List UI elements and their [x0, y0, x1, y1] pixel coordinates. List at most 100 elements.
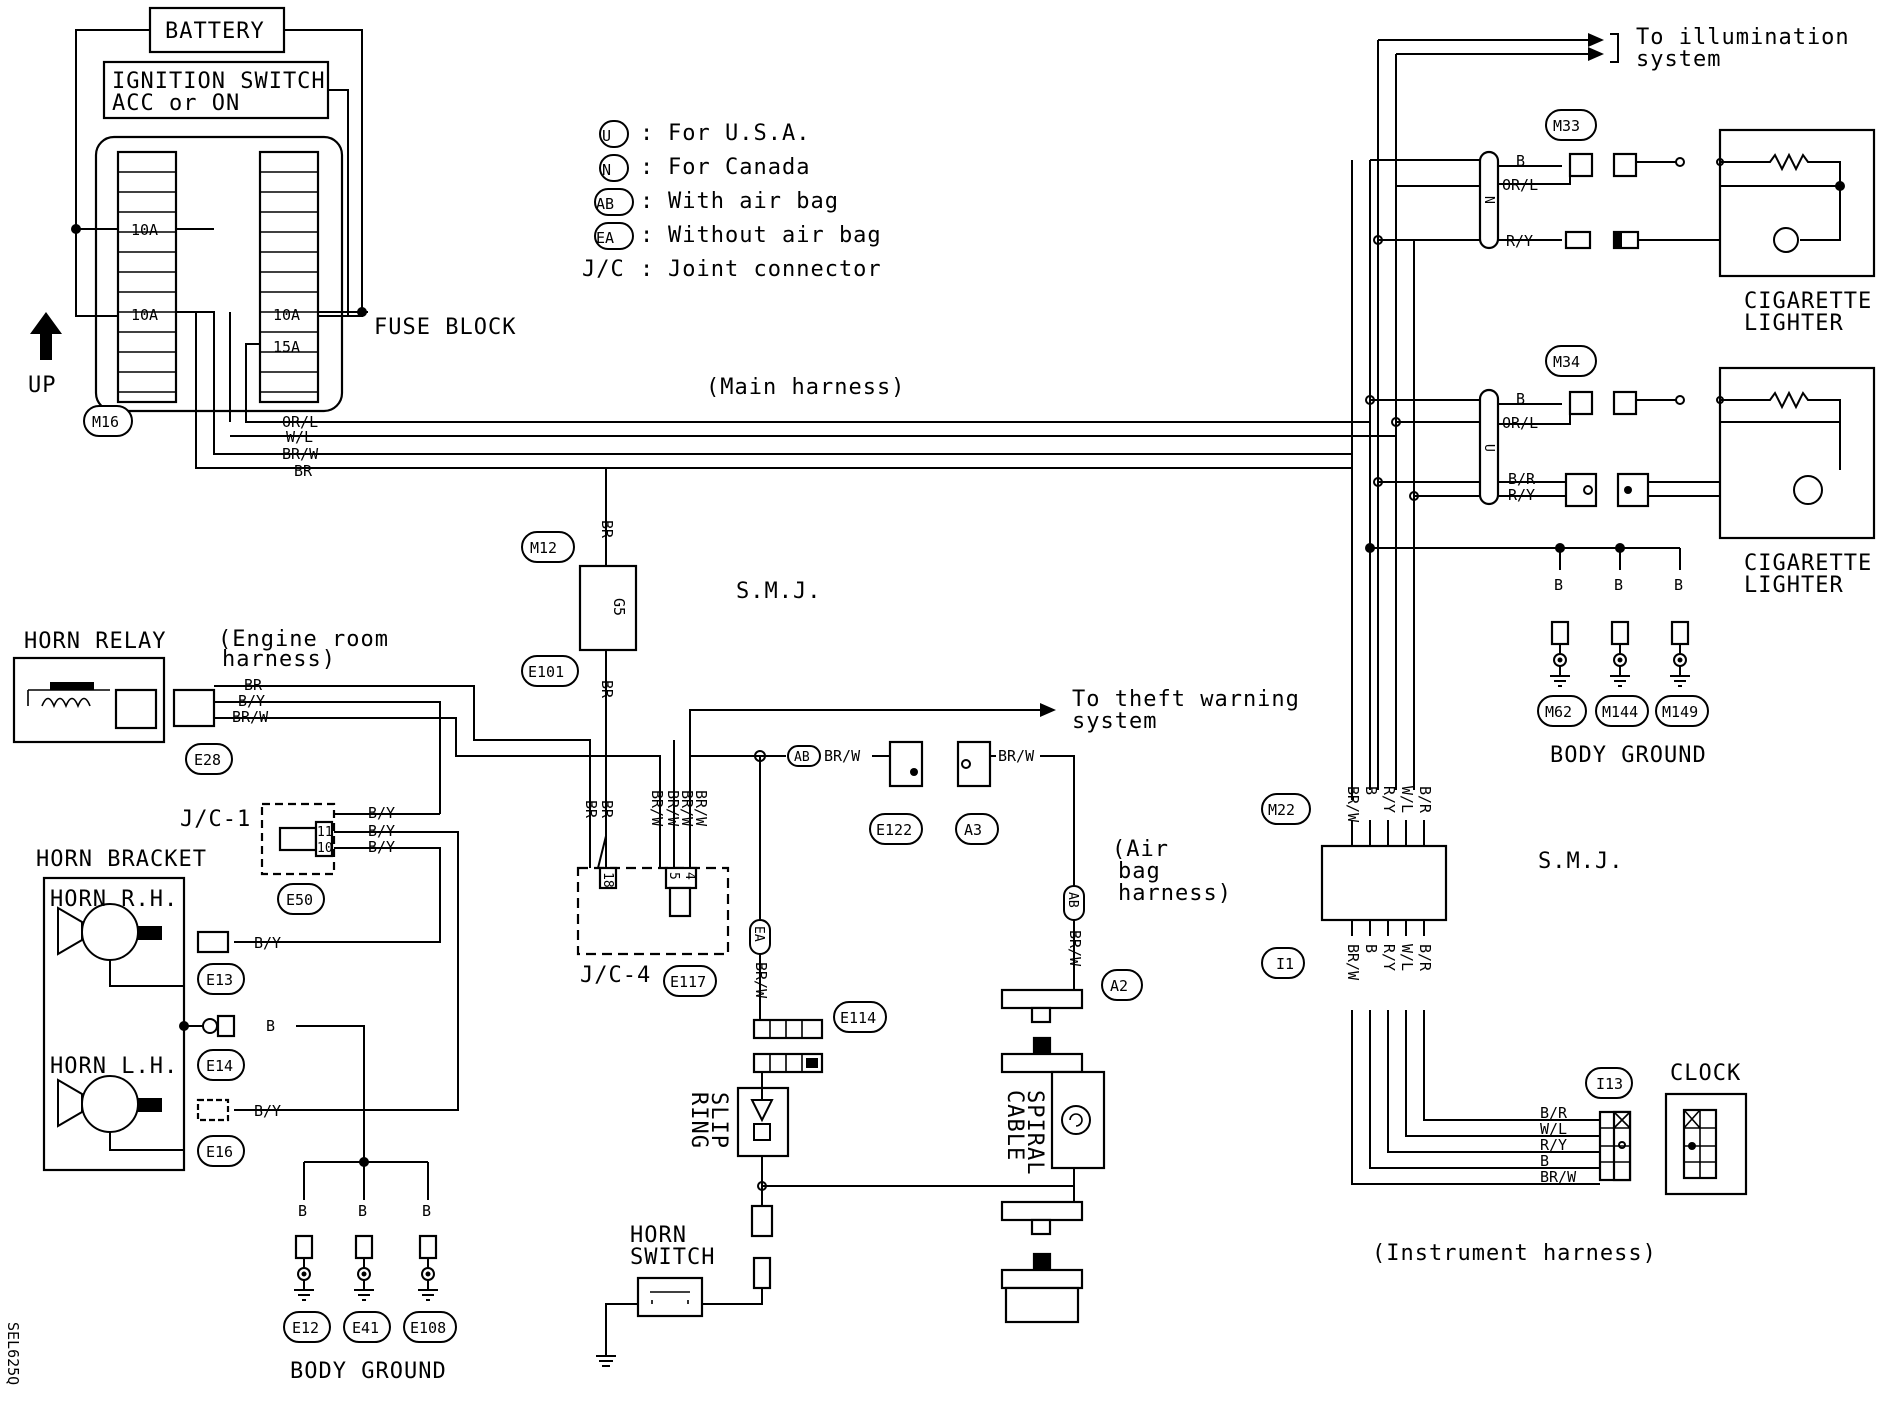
clock-label: CLOCK	[1670, 1061, 1741, 1086]
wire-to-m34-junction	[1370, 399, 1480, 497]
cigarette-lighter-1-box	[1718, 128, 1876, 278]
connector-m33-label: M33	[1553, 117, 1580, 135]
connector-e14: E14	[197, 1049, 245, 1081]
wire-label-jc4-brw1: BR/W	[648, 790, 666, 827]
clock-pin	[1688, 1142, 1696, 1150]
horn-switch-body	[636, 1276, 704, 1318]
i13-wire-label: W/L	[1540, 1120, 1567, 1138]
main-harness-label: (Main harness)	[706, 375, 905, 400]
junction-dot	[1615, 543, 1625, 553]
ignition-feed-wire	[284, 29, 363, 317]
fuse-1: 10A	[131, 221, 158, 239]
connector-m62-label: M62	[1545, 703, 1572, 721]
i13-wire-label: B	[1540, 1152, 1549, 1170]
legend-symbol-shape	[599, 154, 629, 182]
smj-wire-top: R/Y	[1380, 786, 1398, 813]
wire-label-gr-b3: B	[1674, 576, 1683, 594]
legend-symbol-shape	[594, 222, 634, 250]
horn-switch-connector-bottom	[752, 1256, 772, 1290]
connector-a3: A3	[955, 813, 999, 845]
right-ground-symbols	[1550, 620, 1690, 687]
ground-icon	[418, 1234, 438, 1301]
cigarette-lighter-2-label-b: LIGHTER	[1744, 573, 1844, 598]
wire-m34	[1498, 403, 1571, 497]
junction-u-n-2	[1478, 388, 1500, 506]
jc1-pins	[314, 820, 334, 858]
wire-label-gr-b1: B	[1554, 576, 1563, 594]
jc4-box	[576, 866, 730, 956]
smj-center-label: S.M.J.	[736, 579, 821, 604]
engine-room-label-2: harness)	[222, 647, 336, 672]
connector-m12-label: M12	[530, 539, 557, 557]
jc1-box	[260, 802, 336, 876]
fuse-column-right	[258, 150, 320, 404]
wire-horn-switch	[700, 1288, 763, 1305]
wire-jc1-by3	[234, 847, 441, 943]
legend-item: J/C:Joint connector	[582, 257, 881, 282]
horn-bracket-label: HORN BRACKET	[36, 847, 207, 872]
legend-item: AB:With air bag	[594, 188, 838, 216]
wire-label-m12-br: BR	[598, 520, 616, 539]
ground-icon	[294, 1234, 314, 1301]
smj-connector-g5	[578, 564, 638, 652]
m33-fill	[1614, 232, 1622, 248]
connector-m144: M144	[1595, 695, 1649, 727]
horn-switch-connector-top	[750, 1204, 774, 1238]
wire-label-jc4-br2: BR	[598, 800, 616, 819]
connector-e108-label: E108	[410, 1319, 446, 1337]
connector-m144-label: M144	[1602, 703, 1638, 721]
body-ground-right-label: BODY GROUND	[1550, 743, 1707, 768]
connector-e114: E114	[833, 1001, 887, 1033]
symbol-u: U	[1481, 444, 1496, 452]
wire-label-a3-brw: BR/W	[998, 747, 1035, 765]
fuse-2: 10A	[131, 306, 158, 324]
wire-instrument	[1423, 1010, 1600, 1121]
wire-main-orl	[245, 343, 1370, 423]
connector-e117-label: E117	[670, 973, 706, 991]
smj-wire-bottom: BR/W	[1344, 944, 1362, 981]
ignition-switch-group: IGNITION SWITCH ACC or ON	[102, 60, 330, 120]
i13-wire-label: B/R	[1540, 1104, 1568, 1122]
wire-jc1-by2	[234, 831, 459, 1111]
symbol-ab-2-label: AB	[1065, 892, 1080, 908]
wire-label-m34-b: B	[1516, 390, 1525, 408]
legend-symbol: J/C	[582, 257, 625, 282]
connector-e41: E41	[343, 1311, 391, 1343]
smj-wire-bottom: B/R	[1416, 944, 1434, 972]
wire-label-jc1-by3: B/Y	[368, 838, 395, 856]
horn-switch-contact-icon	[650, 1291, 690, 1304]
symbol-ab-1-label: AB	[794, 750, 810, 765]
spiral-cable	[1000, 988, 1106, 1324]
horn-switch-label-2: SWITCH	[630, 1245, 715, 1270]
horn-relay-label: HORN RELAY	[24, 629, 166, 654]
wire-label-relay-by: B/Y	[238, 692, 265, 710]
jc1-pin-11: 11	[317, 825, 333, 840]
smj-wire-top: B	[1362, 786, 1380, 795]
up-label: UP	[28, 373, 57, 398]
legend-text: Without air bag	[668, 223, 882, 248]
instrument-harness-label: (Instrument harness)	[1372, 1241, 1657, 1266]
wire-instrument	[1351, 1010, 1600, 1185]
connector-e13-shape	[196, 930, 230, 954]
arrow-theft-icon	[1040, 703, 1056, 717]
wire-label-m34-br: B/R	[1508, 470, 1536, 488]
legend-separator: :	[640, 155, 654, 180]
slip-ring-label-2: RING	[686, 1092, 711, 1149]
diagram-code: SEL625Q	[4, 1322, 22, 1385]
m34-pin	[1583, 485, 1593, 495]
wire-instrument	[1405, 1010, 1600, 1137]
wire-label-m33-orl: OR/L	[1502, 176, 1538, 194]
smj-wire-bottom: R/Y	[1380, 944, 1398, 971]
i13-grid	[1600, 1111, 1631, 1163]
ground-icon	[1550, 620, 1570, 687]
theft-warning-label-1: To theft warning	[1072, 687, 1300, 712]
connector-e50: E50	[277, 883, 325, 915]
horn-switch-label-1: HORN	[630, 1223, 687, 1248]
wire-a3-brw	[990, 755, 1075, 886]
wire-label-e13-by: B/Y	[254, 934, 281, 952]
connector-i13: I13	[1585, 1067, 1633, 1099]
legend-separator: :	[640, 257, 654, 282]
connector-e13: E13	[197, 963, 245, 995]
ground-terminal-icon	[202, 1018, 218, 1034]
legend-symbol-shape	[594, 188, 634, 216]
